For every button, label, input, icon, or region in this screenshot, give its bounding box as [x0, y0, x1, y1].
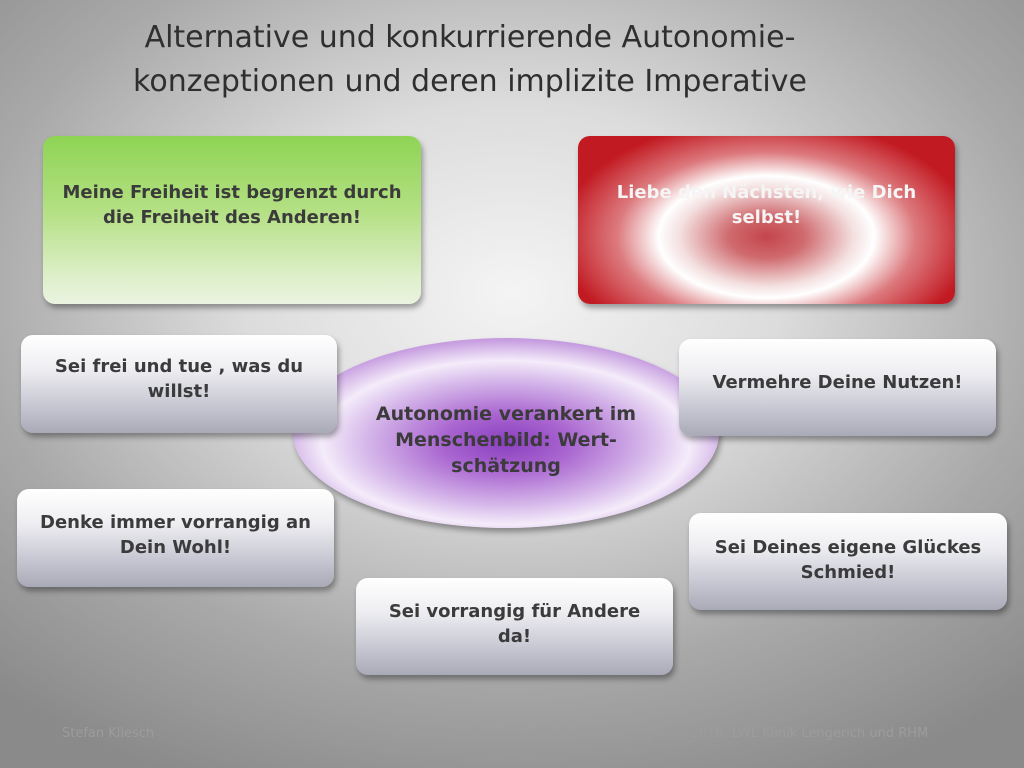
slide-title: Alternative und konkurrierende Autonomie…: [60, 16, 880, 104]
node-naechstenliebe: Liebe den Nächsten, wie Dich selbst!: [578, 136, 955, 304]
slide-title-line-2: konzeptionen und deren implizite Imperat…: [133, 64, 807, 99]
node-glueckes-schmied: Sei Deines eigene Glückes Schmied!: [689, 513, 1007, 610]
node-sei-frei: Sei frei und tue , was du willst!: [21, 335, 337, 433]
node-denke-wohl: Denke immer vorrangig an Dein Wohl!: [17, 489, 334, 587]
node-vermehre-nutzen: Vermehre Deine Nutzen!: [679, 339, 996, 436]
slide-title-line-1: Alternative und konkurrierende Autonomie…: [144, 20, 796, 55]
footer-author: Stefan Kliesch: [62, 726, 155, 741]
node-freiheit-begrenzt: Meine Freiheit ist begrenzt durch die Fr…: [43, 136, 421, 304]
node-fuer-andere: Sei vorrangig für Andere da!: [356, 578, 673, 675]
center-node-autonomie: Autonomie verankert im Menschenbild: Wer…: [293, 338, 719, 528]
footer-event: Wertschätzung und Sucht, 8. CRA-Tagung A…: [384, 726, 929, 741]
